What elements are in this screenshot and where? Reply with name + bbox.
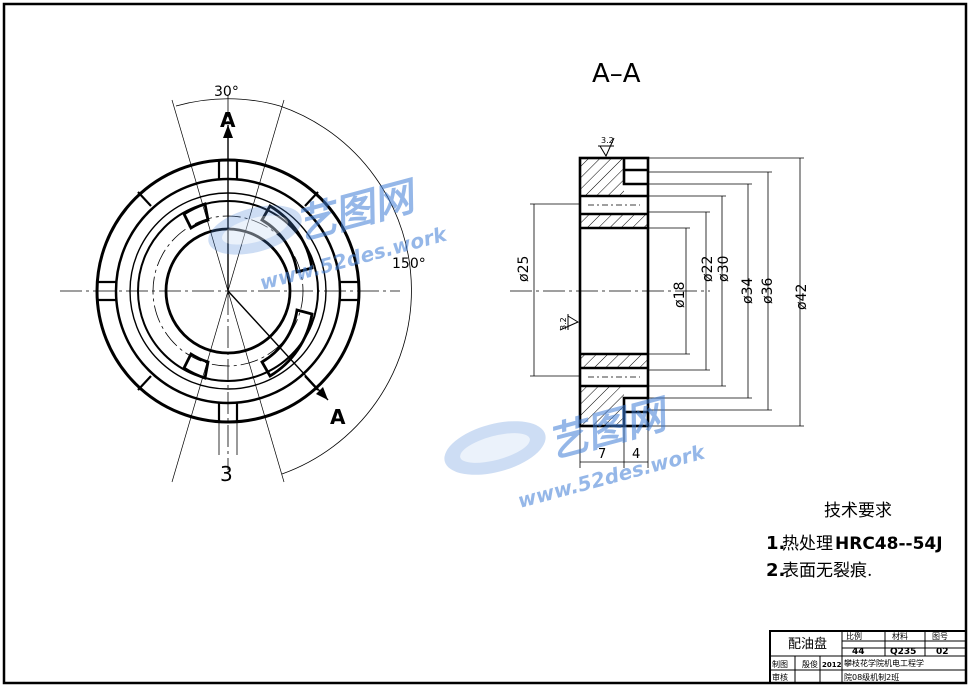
drawing-no-value: 02 <box>936 647 949 657</box>
dim-d22: ø22 <box>700 256 716 282</box>
drawing-no-label: 图号 <box>932 632 948 641</box>
tech-req-2-num: 2. <box>766 560 785 581</box>
cut-label-top: A <box>220 108 236 132</box>
drawn-by: 殷俊 <box>802 659 818 669</box>
dim-d42: ø42 <box>794 284 810 310</box>
dim-d18: ø18 <box>672 282 688 308</box>
roughness-left: 3.2 <box>559 317 568 330</box>
title-block: 配油盘 比例 材料 图号 44 Q235 02 制图 殷俊 2012 审核 攀枝… <box>769 630 967 684</box>
angle-30-label: 30° <box>214 84 239 100</box>
tech-req-1-num: 1. <box>766 533 785 554</box>
school-line-2: 院08级机制2班 <box>844 672 899 682</box>
material-label: 材料 <box>892 631 908 641</box>
tech-req-2-text: 表面无裂痕. <box>782 561 872 581</box>
dim-d34: ø34 <box>740 278 756 304</box>
part-name: 配油盘 <box>788 636 827 652</box>
watermark-bottom: 艺图网 www.52des.work <box>444 391 709 513</box>
watermark-top: 艺图网 www.52des.work <box>208 173 451 295</box>
front-view: 3 A A 30° 150° <box>60 84 426 486</box>
dim-d30: ø30 <box>716 256 732 282</box>
technical-requirements: 技术要求 1. 热处理 HRC48--54J 2. 表面无裂痕. <box>766 501 943 581</box>
drawn-label: 制图 <box>772 659 788 669</box>
section-title: A–A <box>592 59 641 89</box>
material-value: Q235 <box>890 647 916 657</box>
angle-150-label: 150° <box>392 256 426 272</box>
tech-req-1-spec: HRC48--54J <box>835 534 943 554</box>
roughness-top: 3.2 <box>601 136 614 145</box>
dim-len-4: 4 <box>632 447 640 462</box>
dim-d36: ø36 <box>760 278 776 304</box>
checked-label: 审核 <box>772 672 788 682</box>
scale-label: 比例 <box>846 631 862 641</box>
date: 2012 <box>822 661 842 669</box>
dim-d25: ø25 <box>516 256 532 282</box>
scale-value: 44 <box>852 647 865 657</box>
cut-label-bottom: A <box>330 405 346 429</box>
tech-req-1-text: 热处理 <box>782 534 833 554</box>
section-view: A–A 3.2 3.2 <box>510 59 810 468</box>
tech-req-title: 技术要求 <box>824 501 892 521</box>
school-line-1: 攀枝花学院机电工程学 <box>844 658 924 668</box>
slot-width-label: 3 <box>220 462 233 486</box>
dim-len-7: 7 <box>598 447 606 462</box>
